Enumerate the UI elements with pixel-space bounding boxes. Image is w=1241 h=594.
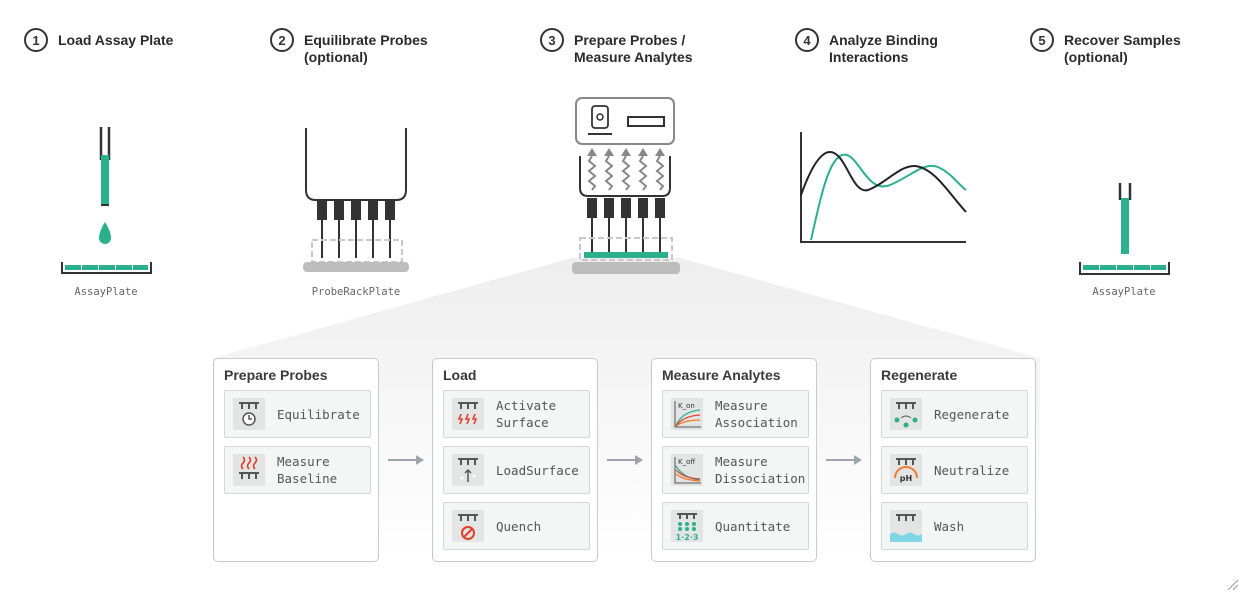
pipette-icon: [99, 127, 111, 244]
probe-quench-icon: [452, 510, 484, 542]
step-title: Load Assay Plate: [58, 32, 174, 48]
unit-op-measure-dissociation[interactable]: K_off Measure Dissociation: [662, 446, 809, 494]
panel-prepare-probes: Prepare Probes Equilibrate Measure Basel…: [213, 358, 379, 562]
step-number: 1: [24, 28, 48, 52]
unit-op-equilibrate[interactable]: Equilibrate: [224, 390, 371, 438]
unit-op-label: Measure Baseline: [277, 454, 338, 486]
unit-op-neutralize[interactable]: pH Neutralize: [881, 446, 1028, 494]
unit-op-label: Neutralize: [934, 462, 1010, 478]
unit-op-label: Activate Surface: [496, 398, 557, 430]
step-number: 2: [270, 28, 294, 52]
unit-op-activate-surface[interactable]: Activate Surface: [443, 390, 590, 438]
step-title: Equilibrate Probes (optional): [304, 32, 428, 65]
probe-regenerate-icon: [890, 398, 922, 430]
step-number: 3: [540, 28, 564, 52]
binding-curve-graph: [800, 132, 967, 243]
koff-curve-icon: K_off: [671, 454, 703, 486]
arrow-right-icon: [388, 455, 424, 465]
panel-title: Prepare Probes: [224, 367, 328, 383]
step-title: Analyze Binding Interactions: [829, 32, 938, 65]
kon-label: K_on: [678, 402, 695, 410]
unit-op-label: Wash: [934, 518, 965, 534]
panel-measure-analytes: Measure Analytes K_on Measure Associatio…: [651, 358, 817, 562]
unit-op-load-surface[interactable]: LoadSurface: [443, 446, 590, 494]
unit-op-label: Regenerate: [934, 406, 1010, 422]
pipette-recover-icon: [1118, 183, 1132, 254]
kon-curve-icon: K_on: [671, 398, 703, 430]
unit-op-measure-baseline[interactable]: Measure Baseline: [224, 446, 371, 494]
step-4: 4 Analyze Binding Interactions: [795, 28, 989, 66]
quantitate-badge: 1·2·3: [676, 533, 699, 542]
probe-clock-icon: [233, 398, 265, 430]
panel-title: Regenerate: [881, 367, 958, 383]
unit-op-quantitate[interactable]: 1·2·3 Quantitate: [662, 502, 809, 550]
assay-plate-label: AssayPlate: [1092, 286, 1156, 298]
panel-regenerate: Regenerate Regenerate pH Neutralize: [870, 358, 1036, 562]
unit-op-measure-association[interactable]: K_on Measure Association: [662, 390, 809, 438]
step-title: Prepare Probes / Measure Analytes: [574, 32, 693, 65]
probe-load-icon: [452, 454, 484, 486]
unit-op-quench[interactable]: Quench: [443, 502, 590, 550]
unit-op-wash[interactable]: Wash: [881, 502, 1028, 550]
ph-label: pH: [900, 474, 912, 483]
panel-title: Measure Analytes: [662, 367, 781, 383]
koff-label: K_off: [678, 458, 695, 466]
arrow-right-icon: [826, 455, 862, 465]
probe-heat-icon: [233, 454, 265, 486]
unit-op-label: LoadSurface: [496, 462, 579, 478]
step-number: 5: [1030, 28, 1054, 52]
unit-op-label: Measure Dissociation: [715, 454, 806, 486]
unit-op-label: Quantitate: [715, 518, 791, 534]
probe-wash-icon: [890, 510, 922, 542]
step-number: 4: [795, 28, 819, 52]
unit-op-regenerate[interactable]: Regenerate: [881, 390, 1028, 438]
probe-rack-plate-label: ProbeRackPlate: [311, 286, 401, 298]
zoom-funnel: [213, 258, 1040, 560]
step-5: 5 Recover Samples (optional): [1030, 28, 1224, 66]
step-3: 3 Prepare Probes / Measure Analytes: [540, 28, 734, 66]
probe-activate-icon: [452, 398, 484, 430]
step-title: Recover Samples (optional): [1064, 32, 1181, 65]
probe-rack-icon: [303, 128, 409, 272]
probe-ph-icon: pH: [890, 454, 922, 486]
unit-op-label: Equilibrate: [277, 406, 360, 422]
arrow-right-icon: [607, 455, 643, 465]
unit-op-label: Measure Association: [715, 398, 798, 430]
assay-plate-left-icon: [61, 262, 152, 274]
step-2: 2 Equilibrate Probes (optional): [270, 28, 464, 66]
instrument-icon: [572, 97, 680, 274]
step-1: 1 Load Assay Plate: [24, 28, 218, 52]
panel-title: Load: [443, 367, 477, 383]
unit-op-label: Quench: [496, 518, 542, 534]
quantitate-icon: 1·2·3: [671, 510, 703, 542]
resize-grip-icon: [1227, 579, 1239, 591]
panel-load: Load Activate Surface LoadSurface: [432, 358, 598, 562]
assay-plate-label: AssayPlate: [74, 286, 138, 298]
assay-plate-right-icon: [1079, 262, 1170, 275]
